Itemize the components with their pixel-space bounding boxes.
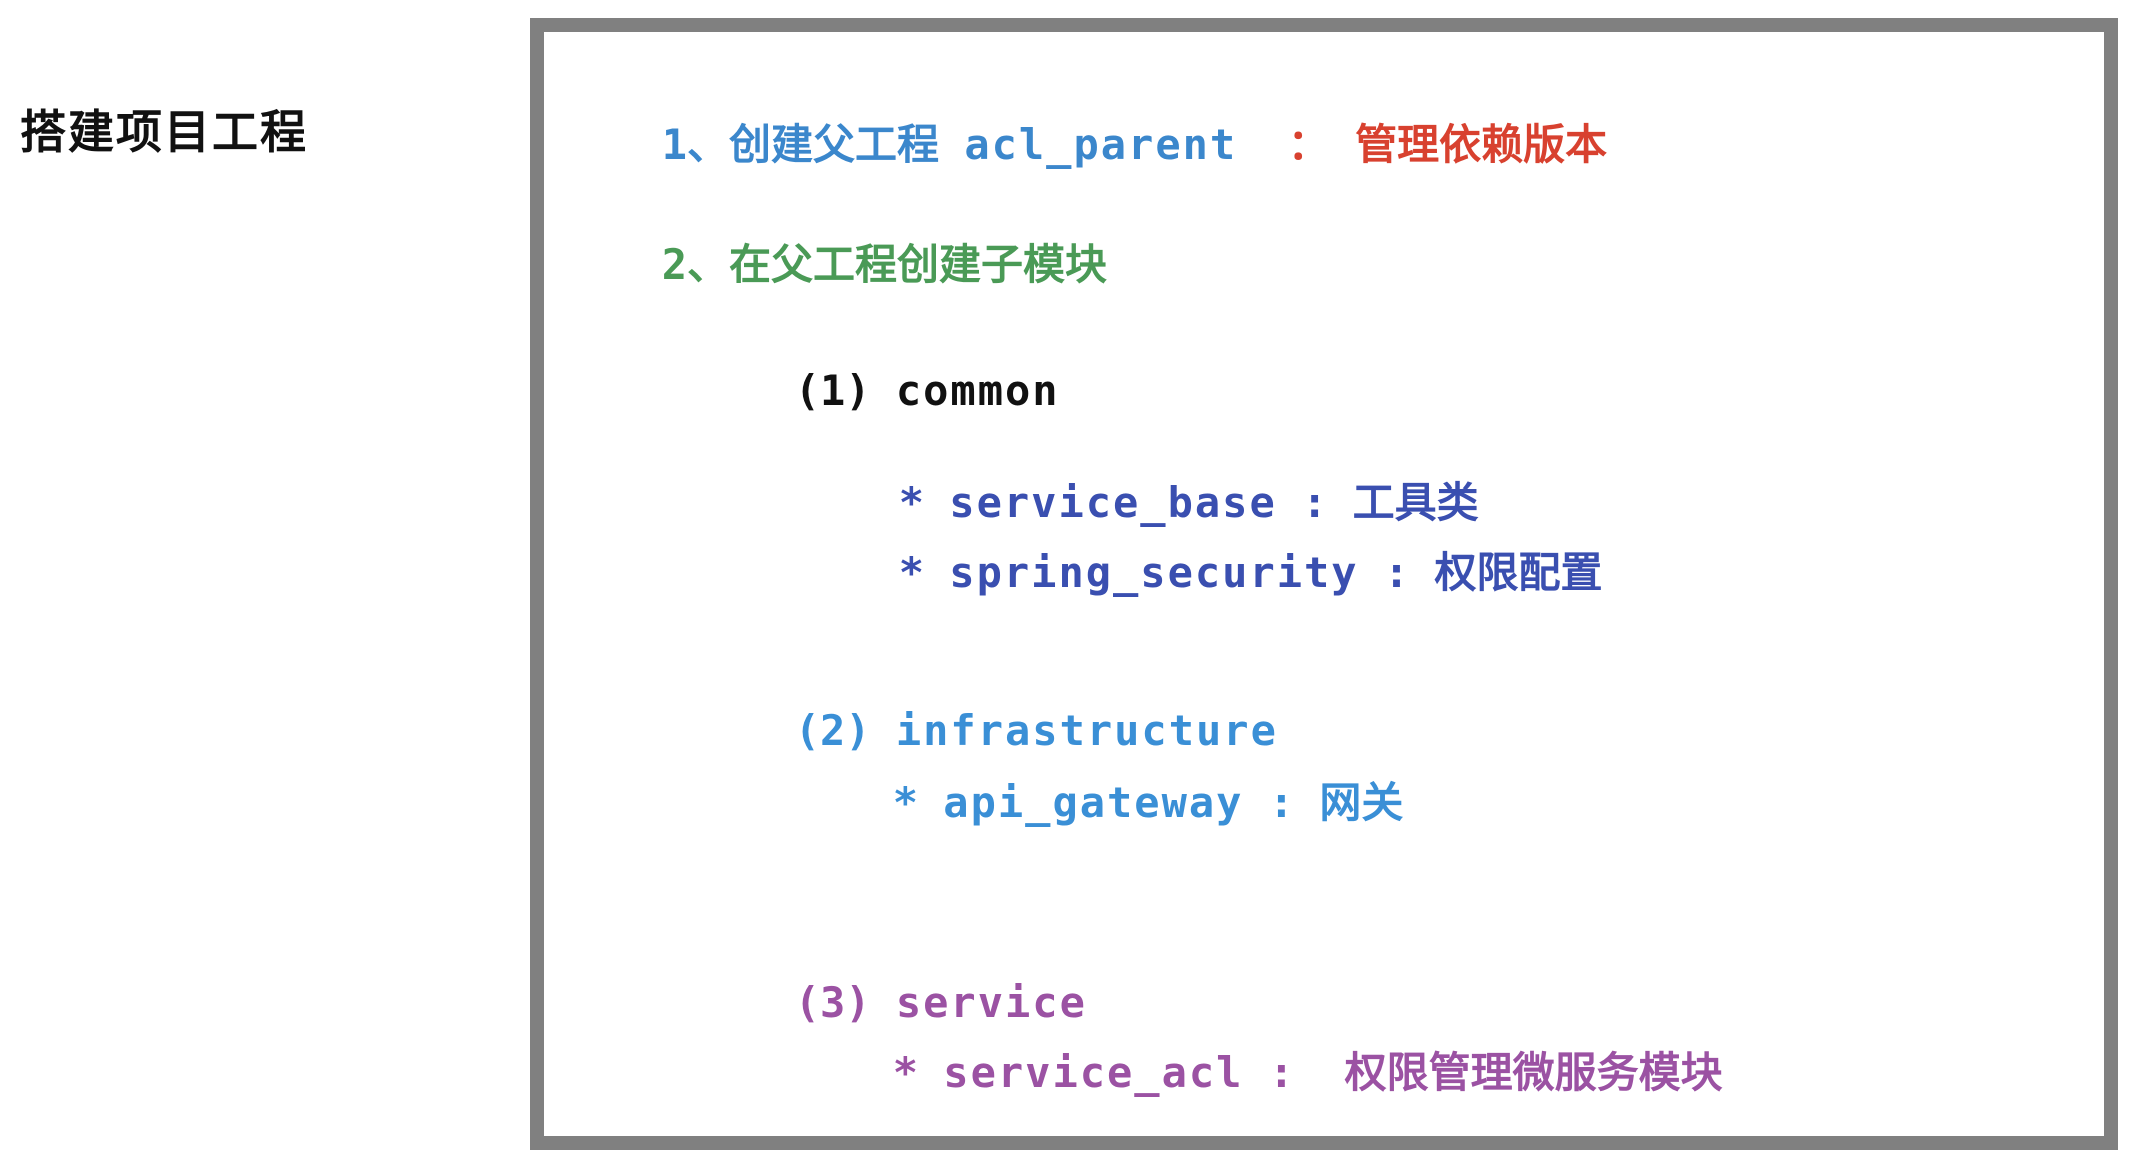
item-name: spring_security [949,548,1359,597]
step-2-number: 2、 [661,240,729,289]
module-item-service-acl: * service_acl : 权限管理微服务模块 [866,1010,1723,1094]
bullet-asterisk-icon: * [898,548,924,597]
step-1-separator: ： [1287,120,1330,169]
step-2: 2、在父工程创建子模块 [635,202,1107,286]
item-description: 工具类 [1352,478,1479,527]
step-2-label: 在父工程创建子模块 [729,240,1108,289]
step-1-label: 创建父工程 [729,120,940,169]
step-1: 1、创建父工程 acl_parent ： 管理依赖版本 [635,82,1607,166]
module-infrastructure: (2) infrastructure [768,668,1278,752]
module-item-service-base: * service_base : 工具类 [872,440,1479,524]
step-1-number: 1、 [661,120,729,169]
module-index: (1) [794,366,871,415]
item-separator: : [1383,548,1410,597]
bullet-asterisk-icon: * [898,478,924,527]
item-description: 网关 [1319,778,1404,827]
item-separator: : [1268,1048,1295,1097]
item-separator: : [1268,778,1295,827]
project-structure-box [530,18,2118,1150]
item-description: 权限配置 [1434,548,1603,597]
module-name: common [895,366,1060,415]
step-1-code: acl_parent [964,120,1238,169]
module-item-spring-security: * spring_security : 权限配置 [872,510,1603,594]
module-index: (3) [794,978,871,1027]
module-item-api-gateway: * api_gateway : 网关 [866,740,1404,827]
step-1-note: 管理依赖版本 [1355,120,1608,169]
item-description: 权限管理微服务模块 [1344,1048,1723,1097]
item-separator: : [1302,478,1328,527]
page-title: 搭建项目工程 [20,105,308,159]
module-service: (3) service [768,940,1087,1024]
module-name: service [895,978,1087,1027]
item-name: service_acl [943,1048,1244,1097]
item-name: api_gateway [943,778,1244,827]
bullet-asterisk-icon: * [892,778,918,827]
item-name: service_base [949,478,1277,527]
module-name: infrastructure [895,706,1278,755]
module-common: (1) common [768,328,1060,412]
bullet-asterisk-icon: * [892,1048,918,1097]
module-index: (2) [794,706,871,755]
